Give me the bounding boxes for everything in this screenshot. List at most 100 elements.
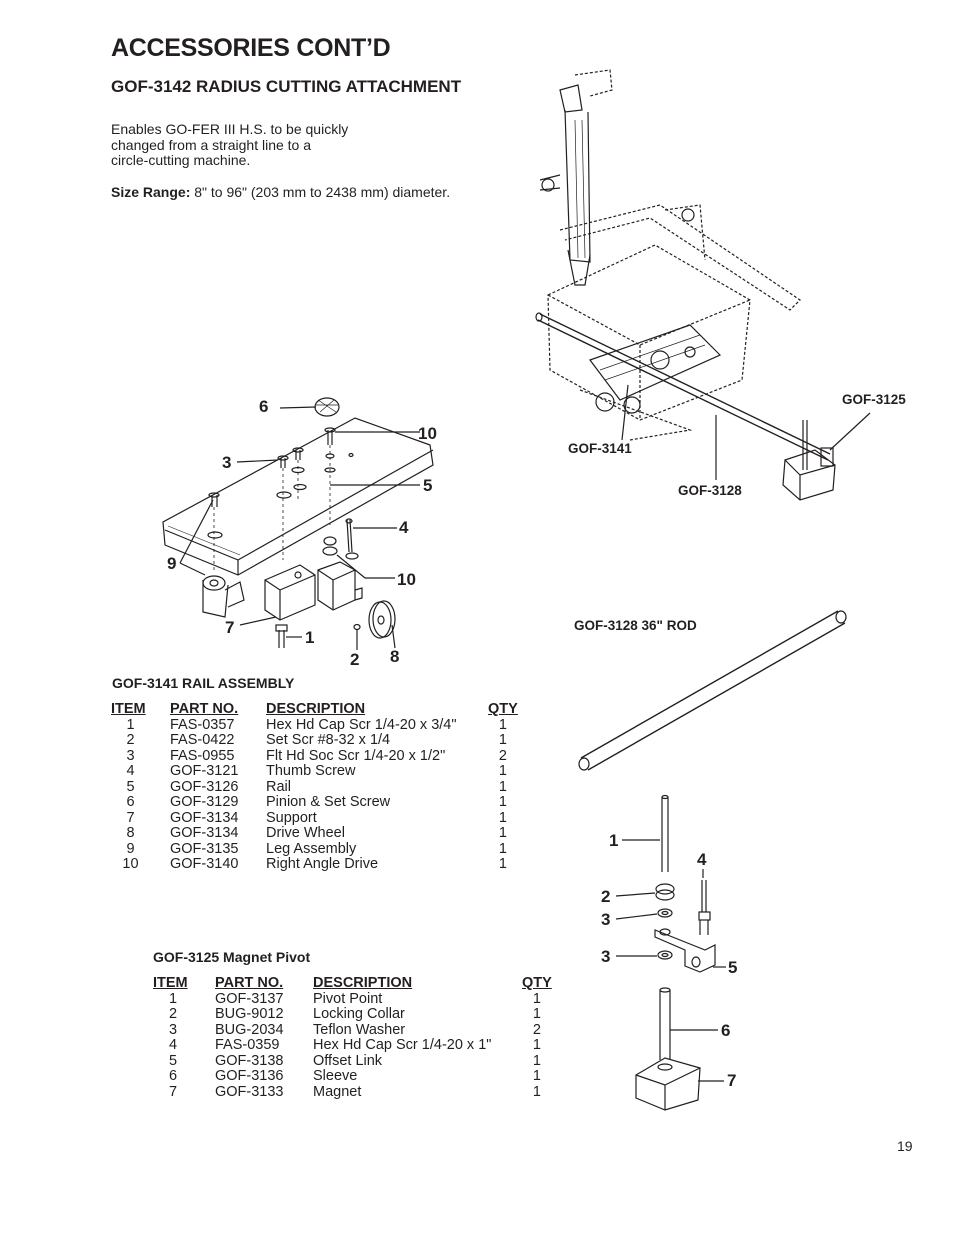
gof3125-leader bbox=[829, 412, 871, 451]
table-header-row: ITEM PART NO. DESCRIPTION QTY bbox=[111, 701, 518, 718]
description-cell: Offset Link bbox=[313, 1052, 383, 1069]
item-cell: 9 bbox=[126, 840, 135, 857]
magnet-pivot-title: GOF-3125 Magnet Pivot bbox=[153, 949, 311, 965]
part-no-cell: BUG-2034 bbox=[215, 1021, 284, 1038]
description-cell: Hex Hd Cap Scr 1/4-20 x 3/4" bbox=[266, 716, 457, 733]
table-row: 7 GOF-3134 Support 1 bbox=[111, 809, 518, 827]
description-cell: Magnet bbox=[313, 1083, 362, 1100]
part-no-cell: GOF-3137 bbox=[215, 990, 284, 1007]
description-cell: Hex Hd Cap Scr 1/4-20 x 1" bbox=[313, 1037, 492, 1053]
item-cell: 6 bbox=[126, 794, 135, 810]
part-no-cell: GOF-3134 bbox=[170, 825, 239, 841]
description-cell: Leg Assembly bbox=[266, 840, 357, 857]
qty-cell: 1 bbox=[498, 778, 507, 795]
pivot-callout-3b: 3 bbox=[601, 947, 611, 966]
description-cell: Pivot Point bbox=[313, 990, 383, 1007]
leader-6 bbox=[279, 406, 317, 409]
part-no-cell: GOF-3121 bbox=[170, 763, 239, 779]
pivot-leader-2 bbox=[615, 892, 656, 897]
page-number: 19 bbox=[897, 1138, 913, 1154]
description-cell: Drive Wheel bbox=[266, 825, 345, 841]
qty-cell: 1 bbox=[498, 716, 507, 733]
gof3141-leader bbox=[621, 384, 629, 441]
section-title: GOF-3142 RADIUS CUTTING ATTACHMENT bbox=[111, 77, 462, 96]
qty-cell: 1 bbox=[498, 763, 507, 779]
qty-cell: 1 bbox=[498, 809, 507, 826]
description-cell: Rail bbox=[266, 778, 291, 795]
item-cell: 3 bbox=[126, 747, 135, 764]
col-part-no: PART NO. bbox=[215, 975, 284, 991]
item-cell: 10 bbox=[122, 856, 139, 872]
table-row: 10 GOF-3140 Right Angle Drive 1 bbox=[111, 856, 518, 873]
rail-callout-7: 7 bbox=[225, 618, 235, 637]
pivot-callout-6: 6 bbox=[721, 1021, 731, 1040]
part-no-cell: GOF-3140 bbox=[170, 856, 239, 872]
part-no-cell: GOF-3133 bbox=[215, 1083, 284, 1100]
col-item: ITEM bbox=[111, 701, 146, 717]
description-cell: Sleeve bbox=[313, 1068, 358, 1084]
rail-callout-8: 8 bbox=[390, 647, 400, 666]
qty-cell: 1 bbox=[498, 825, 507, 841]
leader-7 bbox=[239, 616, 277, 626]
description-cell: Thumb Screw bbox=[266, 763, 356, 779]
pivot-callout-1: 1 bbox=[609, 831, 619, 850]
part-no-cell: BUG-9012 bbox=[215, 1006, 284, 1022]
rail-assembly-title: GOF-3141 RAIL ASSEMBLY bbox=[112, 675, 295, 691]
table-row: 8 GOF-3134 Drive Wheel 1 bbox=[111, 825, 518, 842]
size-range-label: Size Range: bbox=[111, 184, 191, 200]
part-no-cell: GOF-3138 bbox=[215, 1052, 284, 1069]
col-qty: QTY bbox=[488, 701, 518, 717]
col-description: DESCRIPTION bbox=[313, 975, 413, 991]
qty-cell: 1 bbox=[498, 840, 507, 857]
label-gof-3125: GOF-3125 bbox=[842, 392, 906, 407]
pivot-callout-3: 3 bbox=[601, 910, 611, 929]
intro-line: Enables GO-FER III H.S. to be quickly bbox=[111, 121, 349, 137]
table-row: 5 GOF-3138 Offset Link 1 bbox=[153, 1052, 552, 1070]
leader-9 bbox=[179, 499, 214, 576]
qty-cell: 1 bbox=[498, 732, 507, 748]
item-cell: 2 bbox=[126, 732, 135, 748]
item-cell: 8 bbox=[126, 825, 135, 841]
size-range-value: 8" to 96" (203 mm to 2438 mm) diameter. bbox=[190, 184, 451, 200]
leader-3 bbox=[236, 459, 279, 463]
rail-callout-3: 3 bbox=[222, 453, 232, 472]
qty-cell: 1 bbox=[498, 856, 507, 872]
pivot-leader-3a bbox=[615, 913, 658, 920]
page-title: ACCESSORIES CONT’D bbox=[111, 34, 391, 62]
pivot-callout-7: 7 bbox=[727, 1071, 737, 1090]
description-cell: Flt Hd Soc Scr 1/4-20 x 1/2" bbox=[266, 747, 446, 764]
description-cell: Support bbox=[266, 809, 317, 826]
leader-10b bbox=[336, 554, 395, 579]
label-gof-3128: GOF-3128 bbox=[678, 483, 742, 498]
machine-assembly-illustration bbox=[535, 69, 836, 501]
description-cell: Right Angle Drive bbox=[266, 856, 379, 872]
qty-cell: 1 bbox=[532, 1052, 541, 1069]
description-cell: Set Scr #8-32 x 1/4 bbox=[266, 732, 391, 748]
pivot-callout-2: 2 bbox=[601, 887, 611, 906]
rail-assembly-table: ITEM PART NO. DESCRIPTION QTY 1 FAS-0357 H… bbox=[111, 701, 518, 873]
qty-cell: 2 bbox=[532, 1021, 541, 1038]
item-cell: 7 bbox=[126, 809, 135, 826]
part-no-cell: GOF-3134 bbox=[170, 809, 239, 826]
item-cell: 5 bbox=[168, 1052, 178, 1069]
intro-line: changed from a straight line to a bbox=[111, 136, 312, 153]
part-no-cell: GOF-3129 bbox=[170, 794, 239, 810]
qty-cell: 1 bbox=[532, 1006, 541, 1022]
part-no-cell: FAS-0357 bbox=[170, 716, 235, 733]
part-no-cell: GOF-3126 bbox=[170, 778, 239, 795]
col-qty: QTY bbox=[522, 975, 552, 991]
intro-text: Enables GO-FER III H.S. to be quickly ch… bbox=[111, 121, 349, 169]
item-cell: 6 bbox=[168, 1068, 178, 1084]
